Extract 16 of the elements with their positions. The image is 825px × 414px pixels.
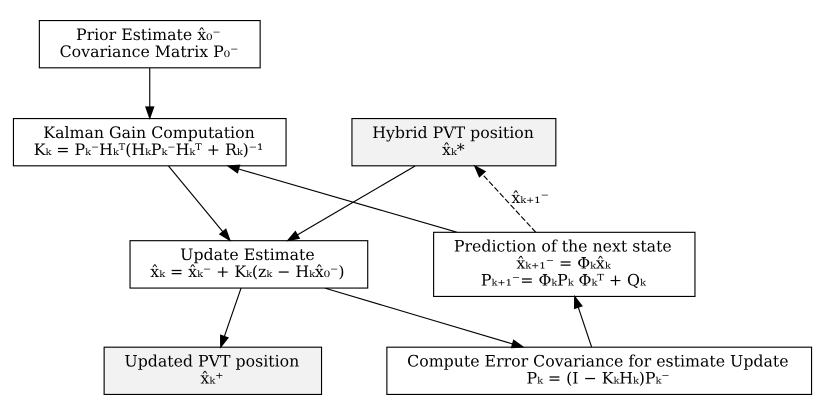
node-box: Hybrid PVT position x̂ₖ* bbox=[351, 117, 556, 166]
arrow bbox=[324, 287, 525, 348]
arrow bbox=[145, 67, 154, 120]
node-box: Update Estimate x̂ₖ = x̂ₖ⁻ + Kₖ(zₖ − Hₖx̂₀⁻) bbox=[129, 240, 368, 288]
arrow bbox=[226, 164, 458, 232]
arrow bbox=[286, 164, 416, 241]
arrow bbox=[574, 294, 592, 347]
arrow bbox=[474, 164, 536, 232]
node-box: Prediction of the next state x̂ₖ₊₁⁻ = Φₖx̂ₖ Pₖ₊₁⁻= ΦₖPₖ Φₖᵀ + Qₖ bbox=[433, 231, 696, 297]
node-box: Kalman Gain Computation Kₖ = Pₖ⁻Hₖᵀ(HₖPₖ⁻Hₖᵀ + Rₖ)⁻¹ bbox=[12, 117, 287, 166]
node-box: Compute Error Covariance for estimate Update Pₖ = (I − KₖHₖ)Pₖ⁻ bbox=[386, 346, 812, 395]
node-box: Prior Estimate x̂₀⁻ Covariance Matrix P₀⁻ bbox=[38, 19, 261, 68]
edge-label: x̂ₖ₊₁⁻ bbox=[511, 188, 549, 207]
arrow bbox=[220, 287, 242, 348]
node-box: Updated PVT position x̂ₖ⁺ bbox=[104, 346, 322, 395]
arrow bbox=[168, 165, 232, 242]
